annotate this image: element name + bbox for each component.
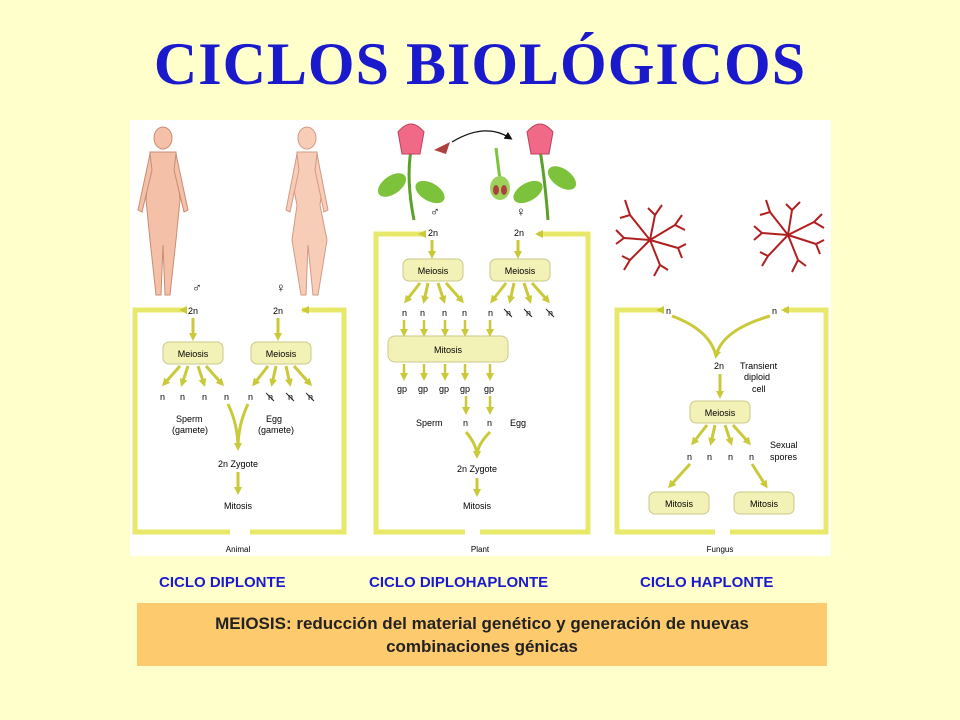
meiosis-note-line1: MEIOSIS: reducción del material genético… (215, 613, 749, 633)
male-symbol: ♂ (192, 280, 202, 295)
plant-gametophytes: gp gp gp gp gp (397, 384, 494, 394)
plant-haploid-cells: nn nn nn nn (402, 308, 553, 318)
fungus-n-left: n (666, 306, 671, 316)
fungus-sexual-2: spores (770, 452, 798, 462)
pistil-image (490, 147, 510, 200)
plant-female-symbol: ♀ (516, 204, 526, 219)
fungus-mitosis-right-box (733, 491, 795, 515)
fungus-transient-2: diploid (744, 372, 770, 382)
svg-text:n: n (687, 452, 692, 462)
svg-text:n: n (749, 452, 754, 462)
fungus-mitosis-left: Mitosis (665, 499, 694, 509)
animal-label: Animal (226, 545, 251, 554)
animal-meiosis-female: Meiosis (266, 349, 297, 359)
female-flower-image (513, 123, 577, 221)
plant-meiosis-female: Meiosis (505, 266, 536, 276)
svg-text:n: n (202, 392, 207, 402)
female-human-figure (285, 126, 329, 296)
female-ploidy: 2n (273, 306, 283, 316)
svg-text:n: n (248, 392, 253, 402)
fungus-mitosis-left-box (648, 491, 710, 515)
svg-text:n: n (180, 392, 185, 402)
fungus-left-image (615, 199, 687, 277)
caption-diplonte: CICLO DIPLONTE (159, 574, 286, 591)
plant-mitosis-mid: Mitosis (434, 345, 463, 355)
animal-loop-left (132, 307, 230, 535)
fungus-mitosis-right: Mitosis (750, 499, 779, 509)
page-title: CICLOS BIOLÓGICOS (153, 31, 807, 97)
animal-meiosis-male: Meiosis (178, 349, 209, 359)
fungus-transient-1: Transient (740, 361, 778, 371)
plant-female-ploidy: 2n (514, 228, 524, 238)
svg-text:gp: gp (418, 384, 428, 394)
fungus-label: Fungus (707, 545, 734, 554)
fungus-meiosis-box (689, 400, 751, 424)
fungus-ploidy: 2n (714, 361, 724, 371)
meiosis-note-line2: combinaciones génicas (386, 636, 578, 656)
plant-sperm-n: n (463, 418, 468, 428)
svg-text:gp: gp (397, 384, 407, 394)
plant-egg-n: n (487, 418, 492, 428)
plant-male-symbol: ♂ (430, 204, 440, 219)
animal-sperm-label: Sperm (176, 414, 203, 424)
fungus-n-right: n (772, 306, 777, 316)
animal-panel: ♂ ♀ 2n 2n Meiosis Meiosis nn nn nn nn (132, 126, 347, 554)
caption-haplonte: CICLO HAPLONTE (640, 574, 774, 591)
animal-meiosis-male-box (162, 341, 224, 365)
animal-loop-right (250, 307, 347, 535)
svg-text:n: n (728, 452, 733, 462)
fungus-loop-left (614, 307, 715, 535)
svg-text:n: n (462, 308, 467, 318)
male-flower-image (377, 123, 450, 221)
female-symbol: ♀ (276, 280, 286, 295)
male-ploidy: 2n (188, 306, 198, 316)
plant-male-ploidy: 2n (428, 228, 438, 238)
plant-label: Plant (471, 545, 490, 554)
animal-egg-label: Egg (266, 414, 282, 424)
plant-mitosis: Mitosis (463, 501, 492, 511)
animal-degenerate-cells (265, 392, 315, 402)
svg-text:n: n (707, 452, 712, 462)
svg-text:n: n (420, 308, 425, 318)
plant-zygote: 2n Zygote (457, 464, 497, 474)
svg-text:n: n (488, 308, 493, 318)
life-cycles-figure: ♂ ♀ 2n 2n Meiosis Meiosis n n n n n n n n (130, 120, 831, 556)
animal-sperm-sub: (gamete) (172, 425, 208, 435)
animal-mitosis: Mitosis (224, 501, 253, 511)
svg-text:gp: gp (484, 384, 494, 394)
svg-text:gp: gp (460, 384, 470, 394)
transfer-arrow (451, 130, 513, 143)
plant-panel: ♂ ♀ 2n 2n Meiosis Meiosis nn nn nn nn (373, 123, 591, 554)
plant-sperm-label: Sperm (416, 418, 443, 428)
plant-meiosis-male: Meiosis (418, 266, 449, 276)
animal-egg-sub: (gamete) (258, 425, 294, 435)
plant-loop-right (480, 231, 591, 535)
plant-degenerate-cells (503, 308, 555, 318)
svg-text:n: n (160, 392, 165, 402)
fungus-loop-right (730, 307, 829, 535)
caption-diplohaplonte: CICLO DIPLOHAPLONTE (369, 574, 549, 591)
plant-egg-label: Egg (510, 418, 526, 428)
plant-loop-left (373, 231, 465, 535)
male-human-figure (137, 126, 189, 296)
fungus-right-image (753, 199, 825, 273)
svg-text:n: n (224, 392, 229, 402)
meiosis-note: MEIOSIS: reducción del material genético… (137, 603, 827, 666)
plant-meiosis-female-box (489, 258, 551, 282)
plant-meiosis-male-box (402, 258, 464, 282)
fungus-sexual-1: Sexual (770, 440, 798, 450)
animal-meiosis-female-box (250, 341, 312, 365)
animal-zygote: 2n Zygote (218, 459, 258, 469)
fungus-meiosis: Meiosis (705, 408, 736, 418)
svg-text:n: n (442, 308, 447, 318)
svg-text:n: n (402, 308, 407, 318)
fungus-transient-3: cell (752, 384, 766, 394)
svg-text:gp: gp (439, 384, 449, 394)
fungus-panel: n n 2n Transient diploid cell Meiosis n n… (614, 199, 829, 554)
